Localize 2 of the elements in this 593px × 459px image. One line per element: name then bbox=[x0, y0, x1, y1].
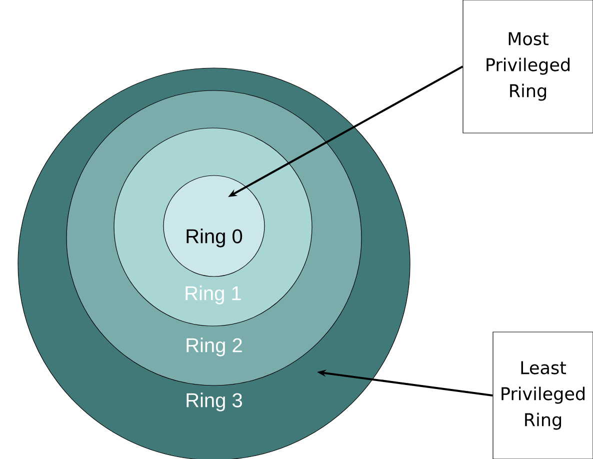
label-box: Most Privileged Ring bbox=[462, 0, 593, 134]
label-box: Least Privileged Ring bbox=[492, 332, 593, 459]
